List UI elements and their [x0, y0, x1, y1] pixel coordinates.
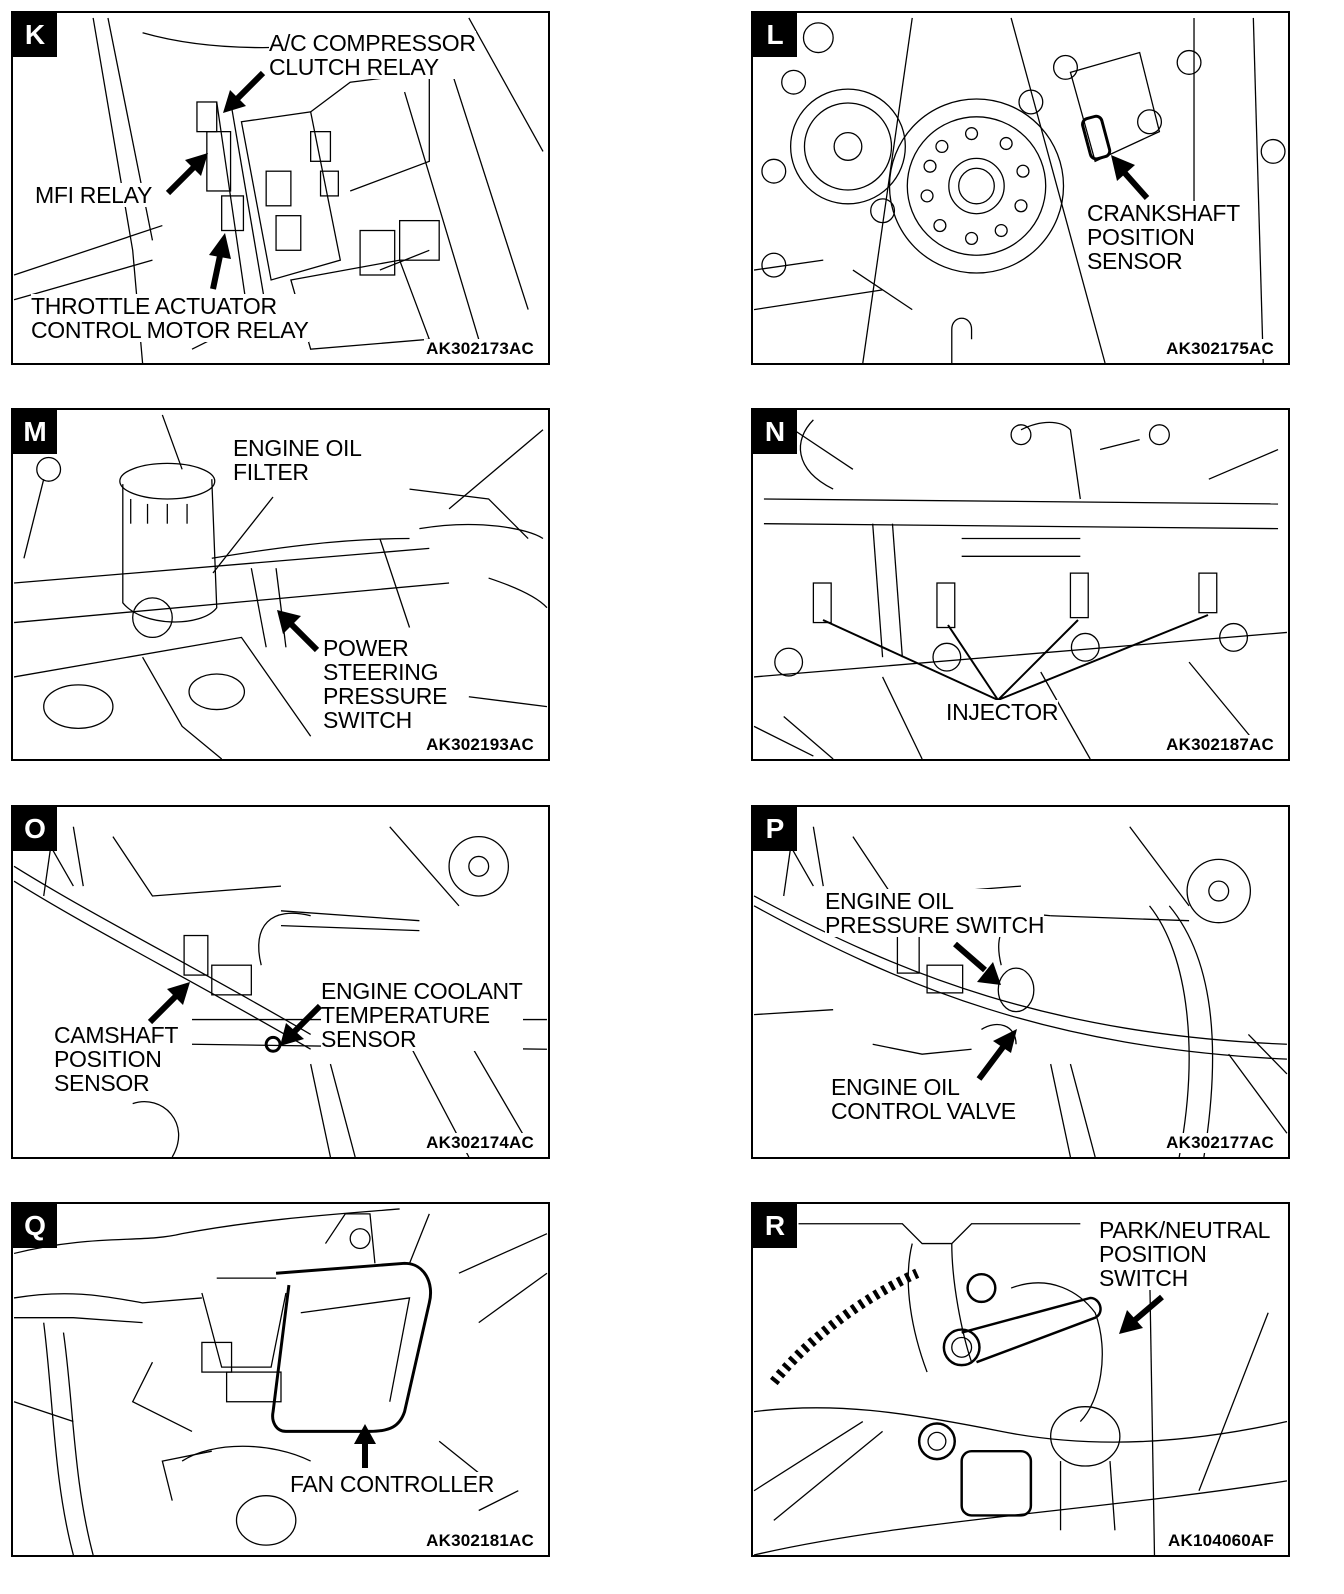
callout-injector: INJECTOR [946, 700, 1058, 724]
figure-code: AK302181AC [424, 1531, 536, 1551]
pointer-arrow-icon [280, 1003, 323, 1046]
injector-rail-illustration [753, 419, 1287, 759]
callout-line: POWER [323, 635, 409, 661]
callout-line: CLUTCH RELAY [269, 54, 439, 80]
callout-line: A/C COMPRESSOR [269, 30, 476, 56]
figure-panel-l: L CRANKSHAFT POSITION SENSOR AK302175AC [751, 11, 1290, 365]
figure-code: AK104060AF [1166, 1531, 1276, 1551]
park-neutral-switch-illustration [753, 1223, 1288, 1555]
callout-line: CONTROL MOTOR RELAY [31, 317, 309, 343]
pointer-arrow-icon [1111, 155, 1150, 200]
pointer-arrow-icon [976, 1029, 1017, 1081]
timing-belt-illustration [753, 17, 1286, 363]
fan-controller-illustration [13, 1208, 548, 1555]
panel-letter: L [753, 13, 797, 57]
pointer-arrow-icon [165, 153, 208, 196]
oil-filter-illustration [13, 414, 548, 759]
callout-line: SWITCH [323, 707, 412, 733]
leader-line-icon [212, 496, 274, 574]
callout-line: FAN CONTROLLER [290, 1471, 495, 1497]
figure-code: AK302174AC [424, 1133, 536, 1153]
pointer-arrow-icon [1119, 1294, 1164, 1334]
figure-code: AK302187AC [1164, 735, 1276, 755]
callout-crankshaft-position-sensor: CRANKSHAFT POSITION SENSOR [1087, 201, 1240, 273]
callout-fan-controller: FAN CONTROLLER [290, 1472, 494, 1496]
callout-line: PRESSURE [323, 683, 448, 709]
figure-panel-n: N INJECTOR AK302187AC [751, 408, 1290, 761]
callout-line: STEERING [323, 659, 439, 685]
panel-letter: O [13, 807, 57, 851]
panel-letter: R [753, 1204, 797, 1248]
callout-line: ENGINE OIL [825, 888, 954, 914]
callout-line: MFI RELAY [35, 182, 153, 208]
figure-panel-k: K A/C COMPRESSOR CLUTCH RELAY MFI RELAY … [11, 11, 550, 365]
figure-code: AK302193AC [424, 735, 536, 755]
oil-pressure-illustration [753, 816, 1288, 1157]
callout-line: ENGINE COOLANT [321, 978, 523, 1004]
callout-throttle-actuator-relay: THROTTLE ACTUATOR CONTROL MOTOR RELAY [31, 294, 309, 342]
pointer-arrow-icon [354, 1424, 376, 1468]
callout-line: THROTTLE ACTUATOR [31, 293, 277, 319]
callout-engine-oil-pressure-switch: ENGINE OIL PRESSURE SWITCH [825, 889, 1044, 937]
callout-engine-oil-filter: ENGINE OIL FILTER [233, 436, 362, 484]
figure-panel-m: M ENGINE OIL FILTER POWER STEERING PRESS… [11, 408, 550, 761]
panel-letter: N [753, 410, 797, 454]
callout-line: SWITCH [1099, 1265, 1188, 1291]
callout-mfi-relay: MFI RELAY [35, 183, 152, 207]
callout-power-steering-pressure-switch: POWER STEERING PRESSURE SWITCH [323, 636, 447, 732]
figure-panel-q: Q FAN CONTROLLER AK302181AC [11, 1202, 550, 1557]
pointer-arrow-icon [223, 70, 266, 113]
callout-line: ENGINE OIL [233, 435, 362, 461]
figure-panel-p: P ENGINE OIL PRESSURE SWITCH ENGINE OIL … [751, 805, 1290, 1159]
callout-line: TEMPERATURE [321, 1002, 490, 1028]
callout-line: SENSOR [1087, 248, 1183, 274]
callout-ac-compressor-clutch-relay: A/C COMPRESSOR CLUTCH RELAY [269, 31, 476, 79]
callout-line: PARK/NEUTRAL [1099, 1217, 1271, 1243]
callout-engine-oil-control-valve: ENGINE OIL CONTROL VALVE [831, 1075, 1016, 1123]
callout-line: POSITION [1099, 1241, 1207, 1267]
callout-line: POSITION [54, 1046, 162, 1072]
figure-panel-o: O ENGINE COOLANT TEMPERATURE SENSOR CAMS… [11, 805, 550, 1159]
pointer-arrow-icon [277, 610, 320, 653]
callout-line: SENSOR [321, 1026, 417, 1052]
callout-line: SENSOR [54, 1070, 150, 1096]
panel-letter: P [753, 807, 797, 851]
figure-code: AK302173AC [424, 339, 536, 359]
panel-letter: K [13, 13, 57, 57]
callout-engine-coolant-temperature-sensor: ENGINE COOLANT TEMPERATURE SENSOR [321, 979, 523, 1051]
panel-letter: Q [13, 1204, 57, 1248]
pointer-arrow-icon [147, 982, 190, 1025]
panel-letter: M [13, 410, 57, 454]
callout-line: ENGINE OIL [831, 1074, 960, 1100]
callout-line: PRESSURE SWITCH [825, 912, 1045, 938]
callout-park-neutral-position-switch: PARK/NEUTRAL POSITION SWITCH [1099, 1218, 1270, 1290]
callout-camshaft-position-sensor: CAMSHAFT POSITION SENSOR [54, 1023, 178, 1095]
callout-line: CAMSHAFT [54, 1022, 179, 1048]
figure-panel-r: R PARK/NEUTRAL POSITION SWITCH AK104060A… [751, 1202, 1290, 1557]
pointer-arrow-icon [209, 233, 231, 290]
callout-line: POSITION [1087, 224, 1195, 250]
callout-line: FILTER [233, 459, 309, 485]
injector-leader-lines [822, 614, 1209, 701]
callout-line: INJECTOR [946, 699, 1059, 725]
pointer-arrow-icon [953, 942, 1001, 985]
callout-line: CRANKSHAFT [1087, 200, 1240, 226]
callout-line: CONTROL VALVE [831, 1098, 1016, 1124]
figure-code: AK302175AC [1164, 339, 1276, 359]
figure-code: AK302177AC [1164, 1133, 1276, 1153]
